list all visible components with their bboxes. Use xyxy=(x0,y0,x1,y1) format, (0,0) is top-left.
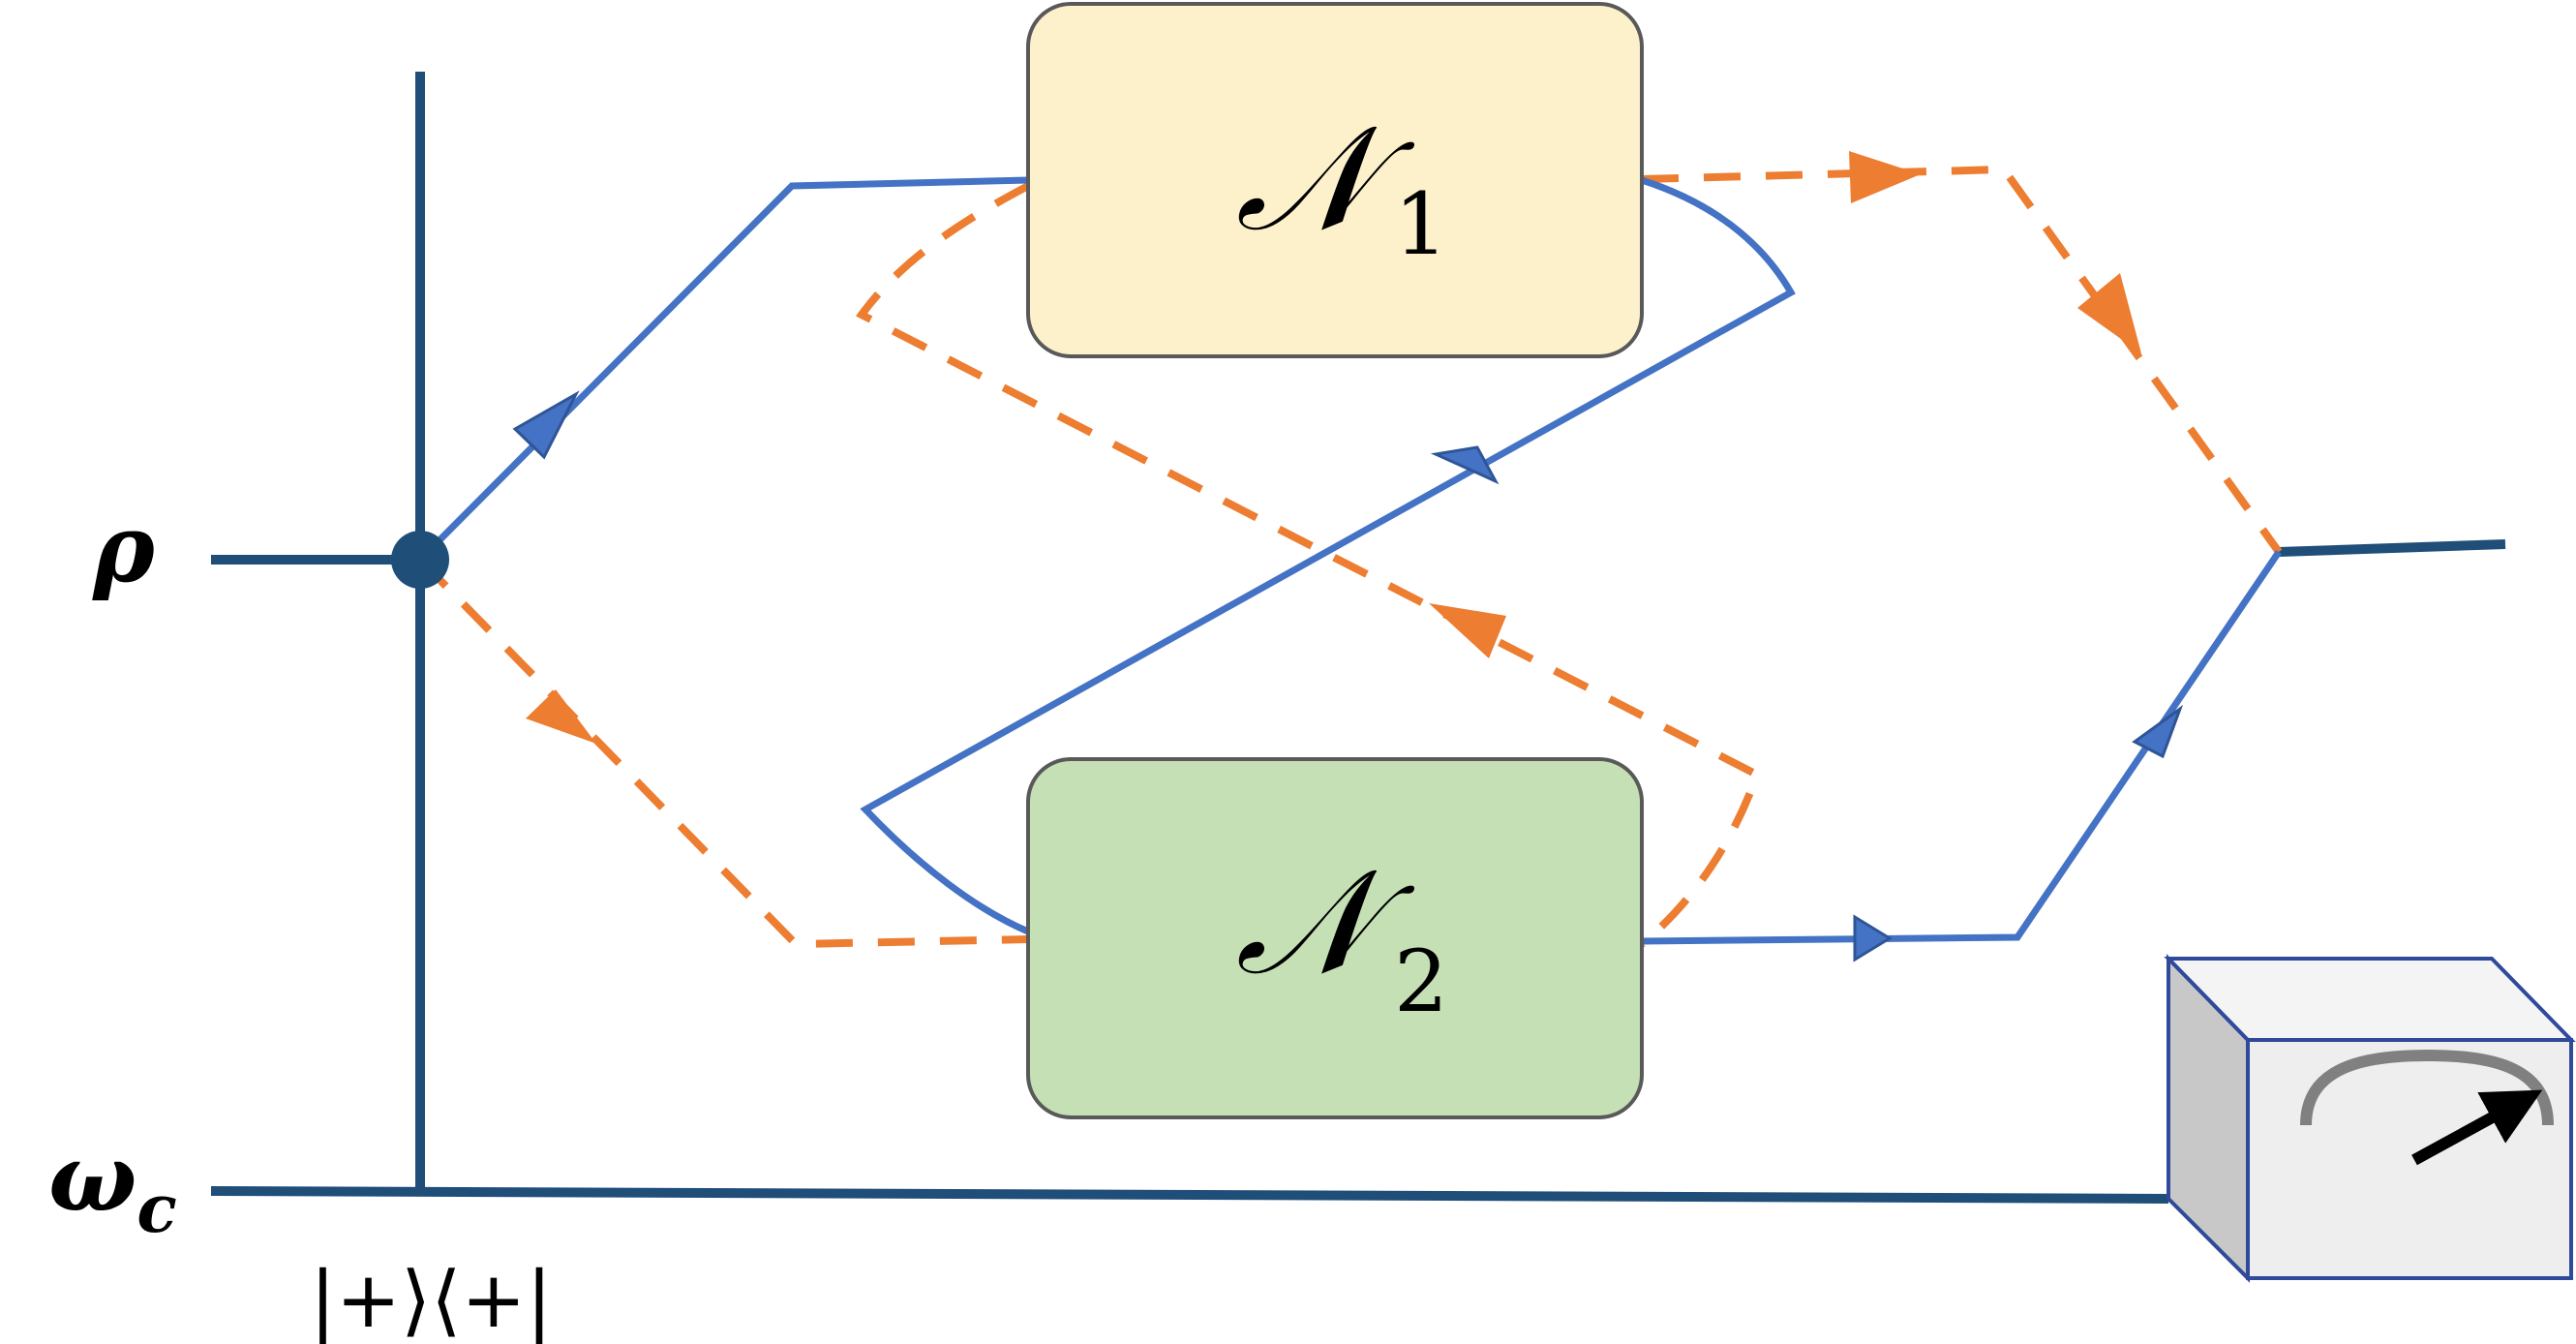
output-wire xyxy=(2278,539,2506,557)
junction-dot xyxy=(391,531,449,589)
control-state-label: |+⟩⟨+| xyxy=(310,1255,552,1344)
orange-path xyxy=(417,165,2283,949)
blue-arrowheads xyxy=(512,390,2184,962)
arrow-head-orange-1 xyxy=(526,689,596,744)
arrow-head-blue-1 xyxy=(512,390,580,460)
arrow-head-orange-3 xyxy=(1849,151,1921,203)
channel-1-subscript: 1 xyxy=(1394,174,1448,274)
control-wire xyxy=(210,1186,2169,1204)
channel-2-subscript: 2 xyxy=(1394,932,1448,1031)
arrow-head-orange-2 xyxy=(1429,603,1506,658)
control-state-symbol: ωc xyxy=(48,1123,177,1248)
control-subscript: c xyxy=(136,1171,176,1248)
arrow-head-orange-4 xyxy=(2077,273,2141,353)
channel-2-box: 𝒩 2 xyxy=(1026,757,1644,1119)
orange-arrowheads xyxy=(526,151,2141,744)
meter-icon xyxy=(2164,954,2576,1283)
arrow-head-blue-2 xyxy=(1430,445,1500,485)
channel-1-box: 𝒩 1 xyxy=(1026,2,1644,358)
control-omega: ω xyxy=(48,1123,136,1233)
arrow-head-blue-4 xyxy=(2132,704,2184,759)
arrow-head-blue-3 xyxy=(1853,914,1893,962)
input-state-label: ρ xyxy=(92,494,156,603)
